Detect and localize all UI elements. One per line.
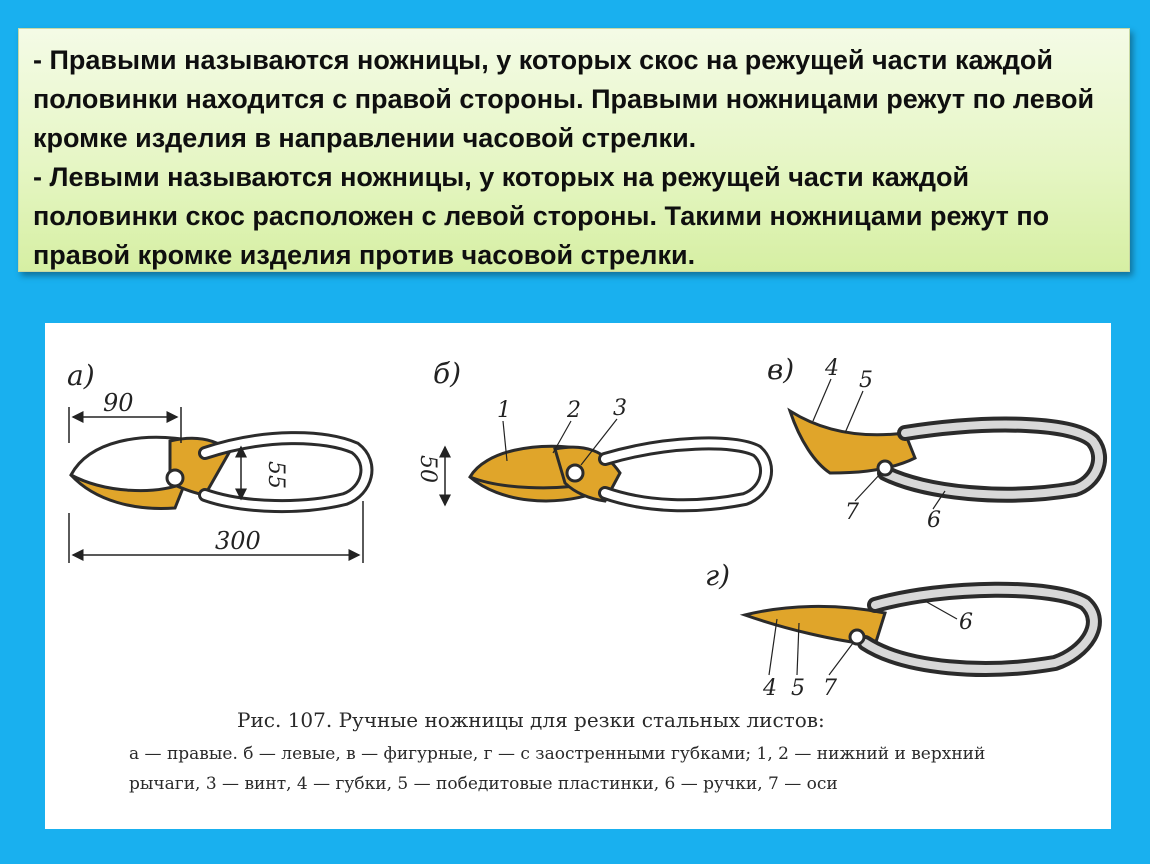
callout-g5: 5 [791, 676, 805, 701]
description-textbox: - Правыми называются ножницы, у которых … [18, 28, 1130, 272]
scissors-b: б) 50 1 2 3 [415, 357, 773, 513]
scissors-g: г) 6 4 5 7 [705, 559, 1102, 701]
callout-v7: 7 [845, 500, 859, 525]
label-v: в) [767, 353, 794, 386]
callout-g7: 7 [823, 676, 837, 701]
paragraph-right-scissors: - Правыми называются ножницы, у которых … [33, 45, 1095, 153]
scissors-v: в) 4 5 7 6 [767, 353, 1107, 533]
callout-b2: 2 [566, 398, 581, 423]
figure-drawing: а) 90 55 300 б) [67, 353, 1107, 794]
callout-b3: 3 [613, 396, 627, 421]
dim-50: 50 [415, 455, 440, 483]
caption-line-1: а — правые. б — левые, в — фигурные, г —… [129, 744, 985, 764]
callout-v4: 4 [824, 356, 839, 381]
callout-b1: 1 [497, 398, 511, 423]
callout-g4: 4 [762, 676, 777, 701]
callout-v5: 5 [859, 368, 873, 393]
callout-v6: 6 [927, 508, 941, 533]
caption-title: Рис. 107. Ручные ножницы для резки сталь… [237, 708, 825, 732]
label-g: г) [705, 559, 730, 592]
callout-g6: 6 [959, 610, 973, 635]
scissors-a: а) 90 55 300 [67, 359, 374, 563]
caption-line-2: рычаги, 3 — винт, 4 — губки, 5 — победит… [129, 774, 838, 794]
label-b: б) [433, 357, 461, 390]
dim-300: 300 [215, 527, 261, 555]
dim-55: 55 [263, 461, 288, 489]
scissors-figure: а) 90 55 300 б) [45, 323, 1111, 829]
paragraph-left-scissors: - Левыми называются ножницы, у которых н… [33, 162, 1050, 270]
label-a: а) [67, 359, 95, 392]
dim-90: 90 [103, 389, 134, 417]
